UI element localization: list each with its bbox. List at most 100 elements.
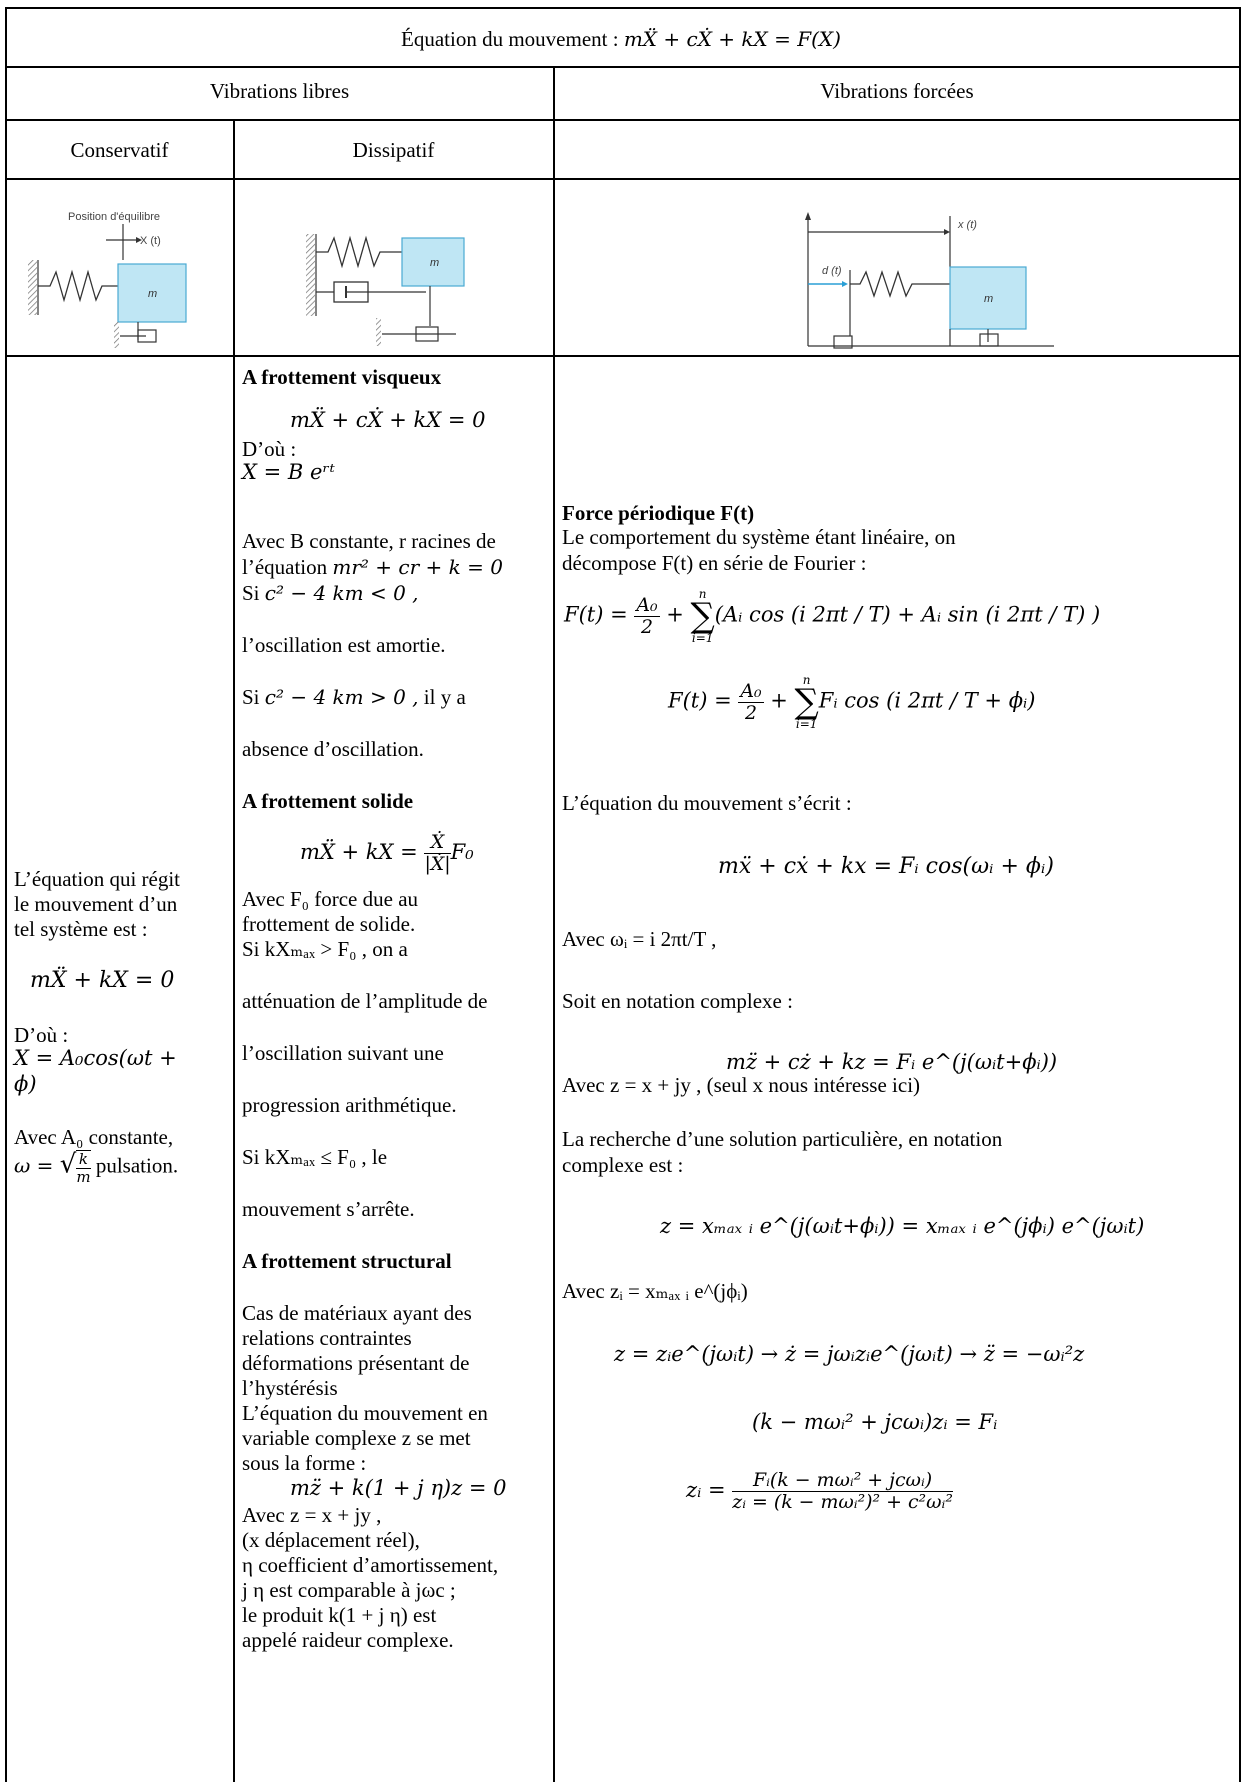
structural-title: A frottement structural [242,1249,452,1273]
section-free-vibrations: Vibrations libres [209,79,350,103]
header-title-equation: mẌ + cẊ + kX = F(X) [623,27,841,51]
solid-eq-right: F₀ [450,839,474,864]
row-divider-2 [5,119,1241,121]
forced-title: Force périodique F(t) [562,501,755,525]
zi-fraction: Fᵢ(k − mωᵢ² + jcωᵢ)zᵢ = (k − mωᵢ²)² + c²… [732,1470,953,1513]
zi-equation: (k − mωᵢ² + jcωᵢ)zᵢ = Fᵢ [752,1410,998,1434]
conservative-intro-3: tel système est : [14,917,148,941]
eq-motion-label: L’équation du mouvement s’écrit : [562,791,852,815]
sum-bottom-2: i=1 [795,717,818,731]
case-2-condition: Si c² − 4 km > 0 , il y a [242,684,466,710]
solid-title: A frottement solide [242,789,414,813]
particular-solution-2: complexe est : [562,1153,684,1177]
case-1-equation: c² − 4 km < 0 , [264,581,419,605]
forced-eq-motion: mẍ + cẋ + kx = Fᵢ cos(ωᵢ + ϕᵢ) [718,854,1054,879]
forced-intro-1: Le comportement du système étant linéair… [562,525,956,549]
solid-line-6: progression arithmétique. [242,1093,457,1117]
row-divider-4 [5,355,1241,357]
z-solution: z = xₘₐₓ ᵢ e^(j(ωᵢt+ϕᵢ)) = xₘₐₓ ᵢ e^(jϕᵢ… [660,1214,1145,1238]
case-2-equation: c² − 4 km > 0 , [264,685,419,709]
conservative-intro-1: L’équation qui régit [14,867,181,891]
case-2-prefix: Si [242,685,265,709]
z-definition: Avec z = x + jy , (seul x nous intéresse… [562,1073,921,1097]
conservative-solution-1: X = A₀cos(ωt + [14,1046,177,1070]
header-title: Équation du mouvement : mẌ + cẊ + kX = F… [0,26,1242,52]
solid-line-4: atténuation de l’amplitude de [242,989,488,1013]
structural-equation: mz̈ + k(1 + j η)z = 0 [290,1476,507,1500]
fourier-1-a: (Aᵢ cos [714,602,791,627]
solid-equation: mẌ + kX = Ẋ|Ẋ|F₀ [300,832,474,875]
structural-line-1: Cas de matériaux ayant des [242,1301,472,1325]
equilibrium-label: Position d'équilibre [68,211,160,223]
structural-line-2: relations contraintes [242,1326,412,1350]
conservative-const: Avec A₀ constante, [14,1125,174,1149]
solid-denominator: |Ẋ| [424,852,451,875]
x-t-label: x (t) [957,219,977,231]
solid-line-3: Si kXₘₐₓ > F₀ , on a [242,937,408,961]
row-divider-3 [5,178,1241,180]
solid-line-1: Avec F₀ force due au [242,887,419,911]
characteristic-equation: mr² + cr + k = 0 [332,555,503,579]
solid-line-7: Si kXₘₐₓ ≤ F₀ , le [242,1145,388,1169]
structural-after-3: η coefficient d’amortissement, [242,1553,499,1577]
case-2-suffix: il y a [418,685,466,709]
solid-line-5: l’oscillation suivant une [242,1041,444,1065]
conservative-equation: mẌ + kX = 0 [30,968,175,993]
omega-denominator: m [76,1167,91,1186]
solid-fraction: Ẋ|Ẋ| [424,832,451,875]
structural-after-6: appelé raideur complexe. [242,1628,454,1652]
case-1-text: l’oscillation est amortie. [242,633,446,657]
fourier-1-cos-arg: (i 2πt / T) [790,602,891,627]
sum-icon: n∑i=1 [690,587,715,645]
viscous-solution: X = B eʳᵗ [242,460,335,484]
a0-numerator-2: A₀ [738,679,764,703]
zi-solution-left: zᵢ = [686,1477,733,1502]
case-1-prefix: Si [242,581,265,605]
zi-definition: Avec zᵢ = xₘₐₓ ᵢ e^(jϕᵢ) [562,1279,748,1303]
x-t-label: X (t) [140,235,161,247]
d-t-label: d (t) [822,265,842,277]
zi-numerator: Fᵢ(k − mωᵢ² + jcωᵢ) [732,1470,953,1492]
case-2-text: absence d’oscillation. [242,737,424,761]
fourier-1-plus: + [659,602,691,627]
mass-label: m [430,257,439,269]
viscous-equation: mẌ + cẊ + kX = 0 [290,408,486,432]
section-conservative: Conservatif [70,138,169,162]
a0-denominator: 2 [640,615,653,638]
mass-label: m [984,293,993,305]
fourier-2-left: F(t) = [668,688,739,713]
roots-prefix: l’équation [242,555,333,579]
fourier-1-left: F(t) = [564,602,635,627]
fourier-2-right: Fᵢ cos (i 2πt / T + ϕᵢ) [818,688,1036,713]
conservative-spring-mass-diagram: Position d'équilibre X (t) m [28,211,187,348]
case-1-condition: Si c² − 4 km < 0 , [242,580,419,606]
viscous-title: A frottement visqueux [242,365,442,389]
solid-line-2: frottement de solide. [242,912,416,936]
structural-after-5: le produit k(1 + j η) est [242,1603,437,1627]
header-title-prefix: Équation du mouvement : [401,27,624,51]
derivatives: z = zᵢe^(jωᵢt) → ż = jωᵢzᵢe^(jωᵢt) → z̈ … [614,1342,1085,1366]
column-divider-free-forced [553,66,555,1782]
solid-line-8: mouvement s’arrête. [242,1197,415,1221]
column-divider-conservative-dissipative [233,119,235,1782]
a0-numerator: A₀ [634,593,660,617]
forced-intro-2: décompose F(t) en série de Fourier : [562,551,867,575]
sum-top-2: n [802,673,811,687]
structural-line-7: sous la forme : [242,1451,367,1475]
table-border-top [5,7,1241,9]
roots-line-2: l’équation mr² + cr + k = 0 [242,554,503,580]
zi-denominator: zᵢ = (k − mωᵢ²)² + c²ωᵢ² [732,1490,953,1513]
table-border-left [5,7,7,1782]
structural-after-1: Avec z = x + jy , [242,1503,382,1527]
roots-line-1: Avec B constante, r racines de [242,529,496,553]
table-border-right [1239,7,1241,1782]
structural-line-5: L’équation du mouvement en [242,1401,488,1425]
particular-solution-1: La recherche d’une solution particulière… [562,1127,1003,1151]
conservative-intro-2: le mouvement d’un [14,892,178,916]
omega-definition: Avec ωᵢ = i 2πt/T , [562,927,717,951]
